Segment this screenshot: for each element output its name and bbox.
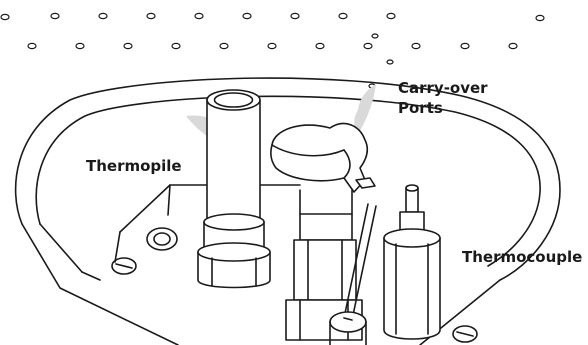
burner-ports	[1, 13, 544, 88]
thermopile	[198, 90, 270, 288]
carryover-ports-label: Carry-over Ports	[398, 78, 488, 118]
carryover-ports-label-line2: Ports	[398, 98, 488, 118]
thermocouple	[384, 185, 440, 339]
mounting-boss	[147, 228, 177, 250]
carryover-ports-label-line1: Carry-over	[398, 78, 488, 98]
thermocouple-label: Thermocouple	[462, 247, 582, 267]
thermopile-label: Thermopile	[86, 156, 182, 176]
pilot-burner	[271, 124, 375, 340]
